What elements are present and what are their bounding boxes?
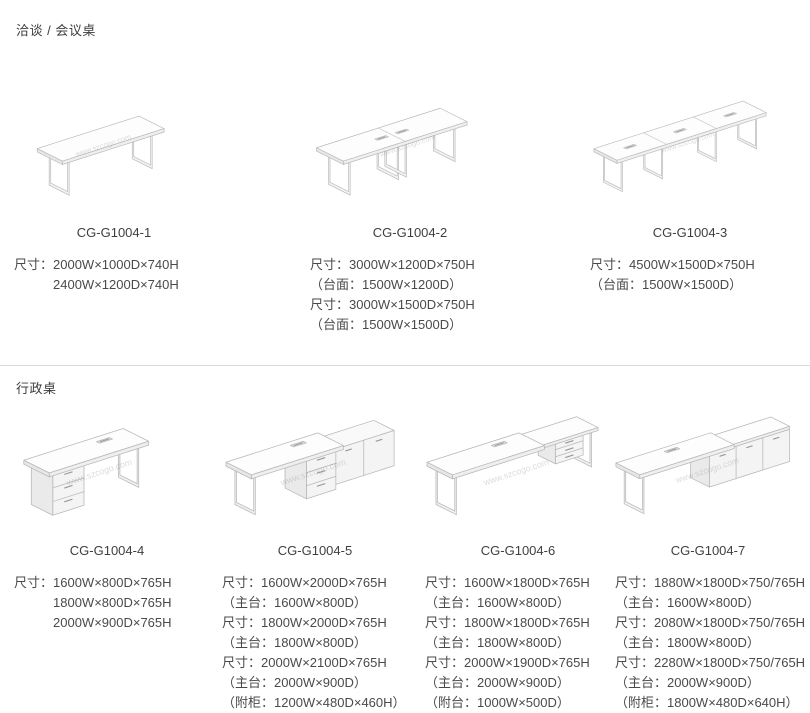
spec-line: （附台：1000W×500D） (425, 695, 570, 710)
spec-line: （台面：1500W×1500D） (590, 277, 743, 292)
spec-line: （主台：1600W×800D） (222, 595, 367, 610)
spec-line: （主台：1600W×800D） (425, 595, 570, 610)
product-code: CG-G1004-3 (652, 225, 728, 240)
product-drawing: www.szcogo.com (593, 100, 767, 193)
spec-line: 尺寸：4500W×1500D×750H (590, 257, 755, 272)
product-specs: 尺寸：1600W×1800D×765H （主台：1600W×800D） 尺寸：180… (425, 573, 590, 713)
spec-line: 尺寸：1600W×800D×765H (14, 575, 172, 590)
section-title: 洽谈 / 会议桌 (16, 23, 96, 38)
spec-line: （主台：2000W×900D） (425, 675, 570, 690)
product-code: CG-G1004-6 (480, 543, 556, 558)
spec-line: 2000W×900D×765H (53, 615, 172, 630)
product-drawing-area: www.szcogo.com (14, 47, 214, 217)
product-drawing: www.szcogo.com (23, 428, 149, 516)
spec-line: 2400W×1200D×740H (53, 277, 179, 292)
spec-line: （主台：1800W×800D） (615, 635, 760, 650)
spec-line: （主台：1800W×800D） (222, 635, 367, 650)
product-code: CG-G1004-7 (670, 543, 746, 558)
spec-line: 尺寸：1800W×1800D×765H (425, 615, 590, 630)
product-drawing-area: www.szcogo.com (615, 405, 801, 535)
product-drawing-area: www.szcogo.com (590, 47, 790, 217)
product-drawing-area: www.szcogo.com (425, 405, 611, 535)
product-code: CG-G1004-2 (372, 225, 448, 240)
product-drawing-area: www.szcogo.com (14, 405, 200, 535)
spec-line: 尺寸：2000W×1900D×765H (425, 655, 590, 670)
product-specs: 尺寸：2000W×1000D×740H 2400W×1200D×740H (14, 255, 179, 295)
product-drawing: www.szcogo.com (316, 107, 468, 196)
spec-line: （主台：2000W×900D） (615, 675, 760, 690)
spec-line: 尺寸：1600W×2000D×765H (222, 575, 387, 590)
product-drawing: www.szcogo.com (225, 419, 395, 516)
spec-line: （主台：1800W×800D） (425, 635, 570, 650)
product-specs: 尺寸：4500W×1500D×750H （台面：1500W×1500D） (590, 255, 755, 295)
product-drawing-area: www.szcogo.com (222, 405, 408, 535)
spec-line: 尺寸：2000W×1000D×740H (14, 257, 179, 272)
section-title: 行政桌 (16, 381, 57, 396)
product-code: CG-G1004-4 (69, 543, 145, 558)
product-drawing: www.szcogo.com (615, 416, 790, 515)
spec-line: （附柜：1800W×480D×640H） (615, 695, 799, 710)
spec-line: 尺寸：1600W×1800D×765H (425, 575, 590, 590)
spec-line: 尺寸：2280W×1800D×750/765H (615, 655, 806, 670)
product-drawing: www.szcogo.com (36, 115, 165, 196)
spec-line: 尺寸：1880W×1800D×750/765H (615, 575, 806, 590)
product-specs: 尺寸：3000W×1200D×750H （台面：1500W×1200D） 尺寸：30… (310, 255, 475, 335)
spec-line: （台面：1500W×1500D） (310, 317, 463, 332)
product-code: CG-G1004-5 (277, 543, 353, 558)
spec-line: （主台：1600W×800D） (615, 595, 760, 610)
product-code: CG-G1004-1 (76, 225, 152, 240)
spec-line: （主台：2000W×900D） (222, 675, 367, 690)
product-drawing-area: www.szcogo.com (310, 47, 510, 217)
product-specs: 尺寸：1880W×1800D×750/765H （主台：1600W×800D） 尺寸… (615, 573, 805, 713)
product-specs: 尺寸：1600W×800D×765H 1800W×800D×765H 2000W×9… (14, 573, 172, 633)
spec-line: 1800W×800D×765H (53, 595, 172, 610)
product-drawing: www.szcogo.com (426, 416, 599, 516)
spec-line: 尺寸：3000W×1500D×750H (310, 297, 475, 312)
spec-line: （附柜：1200W×480D×460H） (222, 695, 406, 710)
spec-line: 尺寸：2080W×1800D×750/765H (615, 615, 806, 630)
spec-line: 尺寸：3000W×1200D×750H (310, 257, 475, 272)
spec-line: 尺寸：2000W×2100D×765H (222, 655, 387, 670)
product-specs: 尺寸：1600W×2000D×765H （主台：1600W×800D） 尺寸：180… (222, 573, 406, 713)
spec-line: （台面：1500W×1200D） (310, 277, 463, 292)
section-divider (0, 365, 810, 366)
spec-line: 尺寸：1800W×2000D×765H (222, 615, 387, 630)
